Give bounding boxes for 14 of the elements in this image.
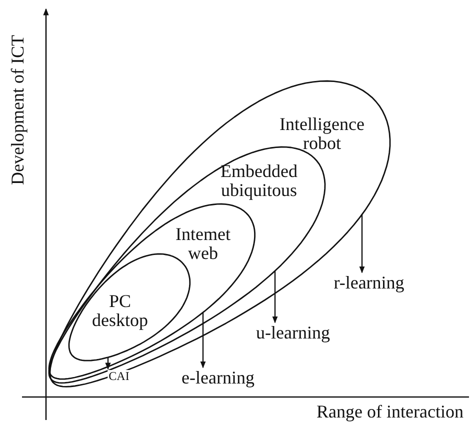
arrow <box>272 270 278 324</box>
learning-label: CAI <box>108 370 130 382</box>
ellipse-label: Intemet web <box>174 225 232 263</box>
learning-label: r-learning <box>334 274 404 292</box>
arrow <box>359 214 365 274</box>
ellipse-label: Intelligence robot <box>278 115 366 153</box>
axis-title: Range of interaction <box>316 402 464 422</box>
ellipse-label: PC desktop <box>90 292 149 330</box>
arrow <box>105 358 111 370</box>
learning-label: u-learning <box>256 324 330 342</box>
arrow <box>200 312 206 368</box>
learning-label: e-learning <box>182 368 254 388</box>
axis-title: Development of ICT <box>8 35 28 185</box>
ellipse-label: Embedded ubiquitous <box>220 162 298 200</box>
